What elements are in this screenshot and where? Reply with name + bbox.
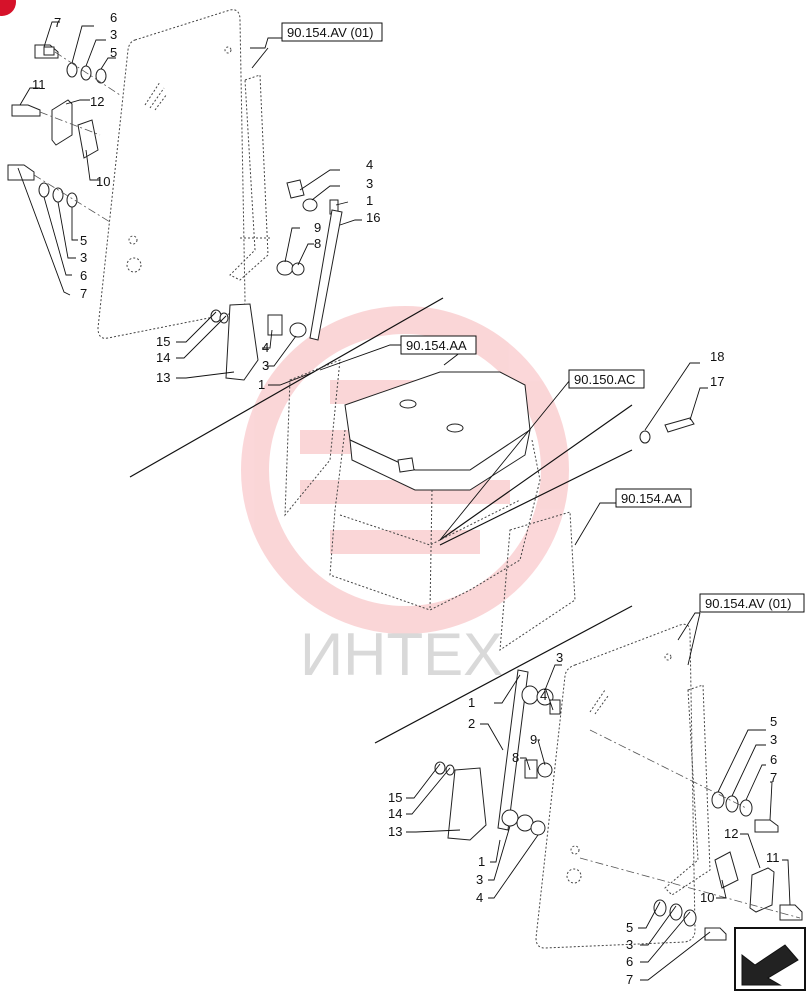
label-10: 10 [96, 174, 110, 189]
label-10: 10 [700, 890, 714, 905]
label-5: 5 [626, 920, 633, 935]
label-8: 8 [314, 236, 321, 251]
cut-line-bottom [374, 605, 633, 744]
svg-text:90.154.AV (01): 90.154.AV (01) [287, 25, 373, 40]
label-11: 11 [766, 850, 780, 865]
label-2: 2 [468, 716, 475, 731]
label-4: 4 [262, 340, 269, 355]
label-6: 6 [110, 10, 117, 25]
label-3: 3 [80, 250, 87, 265]
label-4: 4 [540, 688, 547, 703]
bottom-right-hardware [579, 729, 803, 941]
label-9: 9 [314, 220, 321, 235]
leader-lines [17, 21, 791, 981]
label-3: 3 [366, 176, 373, 191]
label-4: 4 [366, 157, 373, 172]
label-14: 14 [388, 806, 402, 821]
label-7: 7 [626, 972, 633, 987]
label-1: 1 [366, 193, 373, 208]
ref-box-top-glass[interactable]: 90.154.AV (01) [281, 22, 383, 42]
label-6: 6 [770, 752, 777, 767]
label-12: 12 [724, 826, 738, 841]
label-3: 3 [626, 937, 633, 952]
bottom-glass-panel [535, 623, 711, 949]
label-17: 17 [710, 374, 724, 389]
label-1: 1 [468, 695, 475, 710]
cut-line-top [129, 297, 444, 478]
label-15: 15 [156, 334, 170, 349]
label-1: 1 [258, 377, 265, 392]
label-5: 5 [110, 45, 117, 60]
label-6: 6 [626, 954, 633, 969]
ref-box-top-door[interactable]: 90.154.AA [400, 335, 477, 355]
label-5: 5 [770, 714, 777, 729]
label-15: 15 [388, 790, 402, 805]
top-left-hardware [7, 44, 121, 223]
ref-box-cab[interactable]: 90.150.AC [568, 369, 645, 389]
watermark-text: ИНТЕХ [300, 621, 503, 688]
cut-line-mid [439, 404, 633, 546]
label-3: 3 [556, 650, 563, 665]
svg-text:90.154.AA: 90.154.AA [406, 338, 467, 353]
label-14: 14 [156, 350, 170, 365]
label-6: 6 [80, 268, 87, 283]
right-bolt [639, 417, 695, 444]
svg-text:90.154.AV (01): 90.154.AV (01) [705, 596, 791, 611]
label-3: 3 [110, 27, 117, 42]
svg-text:90.154.AA: 90.154.AA [621, 491, 682, 506]
label-8: 8 [512, 750, 519, 765]
label-4: 4 [476, 890, 483, 905]
label-12: 12 [90, 94, 104, 109]
top-glass-panel [97, 9, 270, 339]
part-labels: 7 6 3 5 11 12 10 5 3 6 7 4 3 1 16 9 8 15… [32, 10, 780, 987]
navigation-arrow-icon[interactable] [734, 927, 806, 991]
ref-box-right-door[interactable]: 90.154.AA [615, 488, 692, 508]
label-16: 16 [366, 210, 380, 225]
corner-badge-icon [0, 0, 16, 16]
label-3: 3 [770, 732, 777, 747]
svg-text:90.150.AC: 90.150.AC [574, 372, 635, 387]
label-11: 11 [32, 77, 46, 92]
ref-box-bottom-glass[interactable]: 90.154.AV (01) [699, 593, 805, 613]
top-gas-strut [210, 179, 343, 381]
label-7: 7 [770, 770, 777, 785]
bottom-gas-strut [434, 669, 561, 841]
label-3: 3 [262, 358, 269, 373]
cab-body [284, 359, 576, 651]
label-7: 7 [80, 286, 87, 301]
label-5: 5 [80, 233, 87, 248]
label-3: 3 [476, 872, 483, 887]
label-7: 7 [54, 15, 61, 30]
label-9: 9 [530, 732, 537, 747]
label-1: 1 [478, 854, 485, 869]
label-13: 13 [156, 370, 170, 385]
label-13: 13 [388, 824, 402, 839]
label-18: 18 [710, 349, 724, 364]
